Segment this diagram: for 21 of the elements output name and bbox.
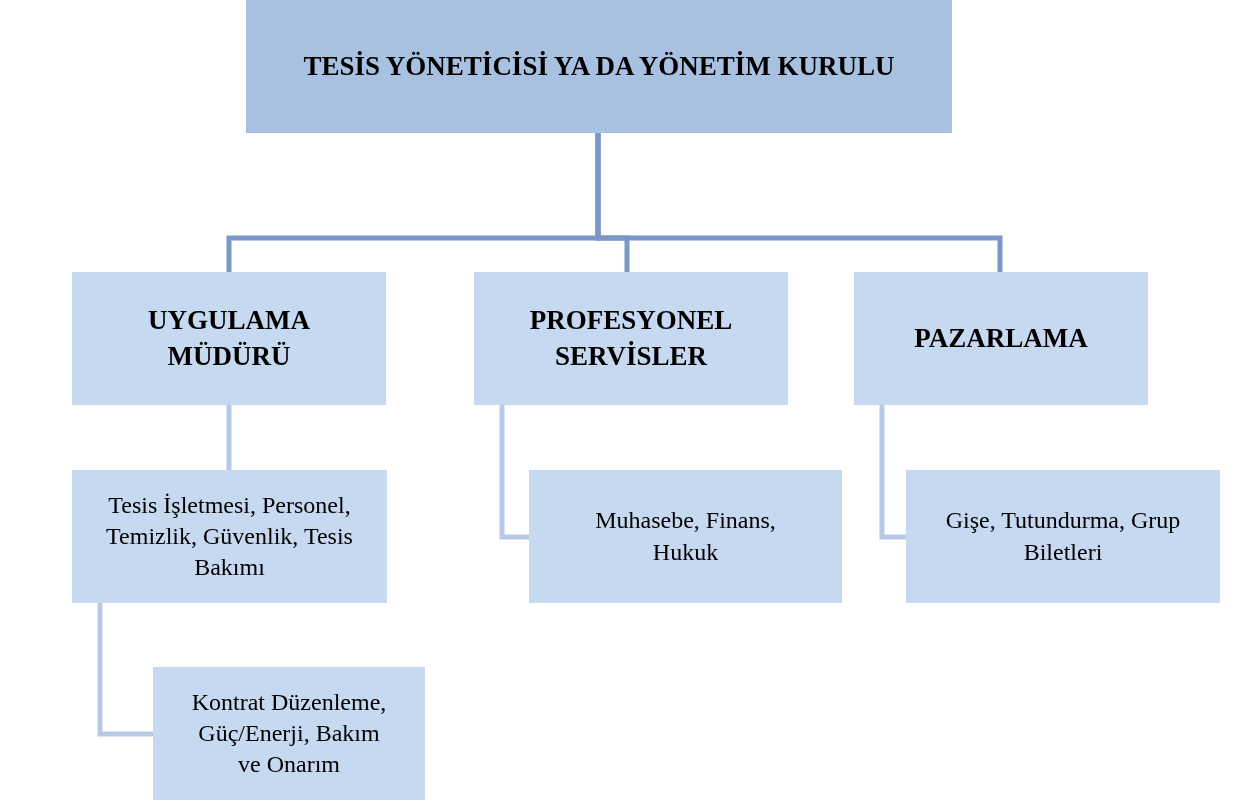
connector-line [499,405,529,540]
box-label: Kontrat Düzenleme, Güç/Enerji, Bakım ve Onarım [190,687,388,780]
org-box [529,470,842,603]
org-box [474,272,788,405]
header-box [246,0,952,133]
org-box [72,470,387,603]
box-label: Tesis İşletmesi, Personel, Temizlik, Güvenlik, Tesis Bakımı [106,490,353,583]
box-label: PROFESYONEL SERVİSLER [528,304,734,373]
connector-line [595,133,1003,272]
box-label: Gişe, Tutundurma, Grup Biletleri [944,506,1182,567]
connector-line [97,603,153,737]
org-box [854,272,1148,405]
box-label: Muhasebe, Finans, Hukuk [594,506,777,567]
box-label: UYGULAMA MÜDÜRÜ [147,304,311,373]
box-label: TESİS YÖNETİCİSİ YA DA YÖNETİM KURULU [303,49,895,83]
box-label: PAZARLAMA [914,321,1088,355]
org-box [72,272,386,405]
org-box [906,470,1220,603]
connector-line [879,405,906,540]
connector-line [226,405,232,470]
org-box [153,667,425,800]
